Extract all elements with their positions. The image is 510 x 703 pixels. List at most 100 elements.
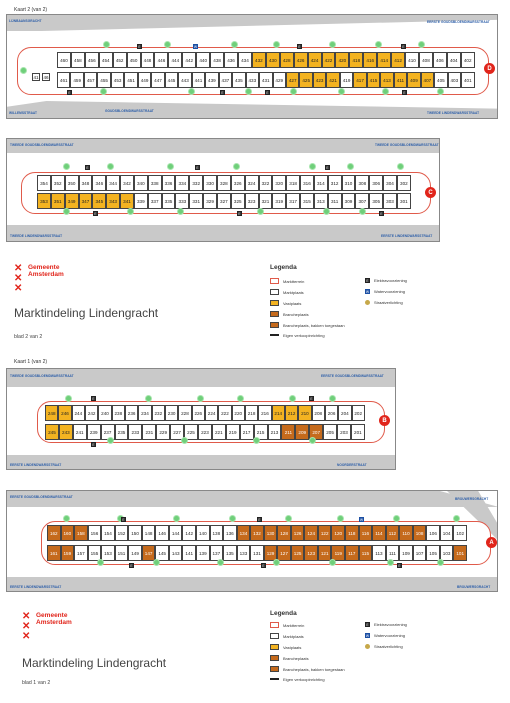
stall: 102: [453, 525, 467, 541]
stall: 447: [151, 72, 165, 88]
stall: 314: [313, 175, 328, 191]
tree-icon: [253, 437, 260, 444]
stall: 328: [216, 175, 231, 191]
legend-swatch: [270, 334, 279, 337]
legend-swatch: [270, 644, 279, 650]
stall: 438: [210, 52, 225, 68]
legend-item: Marktterrein: [270, 622, 304, 628]
legend-swatch: [270, 633, 279, 639]
stall: 216: [258, 405, 272, 421]
stall: 230: [164, 405, 179, 421]
stall: 423: [312, 72, 327, 88]
electricity-icon: E: [195, 165, 200, 170]
stall: 428: [279, 52, 294, 68]
electricity-icon: E: [129, 563, 134, 568]
street-name: BROUWERSGRACHT: [455, 497, 489, 501]
stall: 345: [92, 193, 107, 209]
section-marker-c: C: [425, 187, 436, 198]
stall: 115: [358, 545, 373, 561]
street-name: TWEEDE LINDENDWARSSTRAAT: [10, 234, 63, 238]
page-subtitle: blad 2 van 2: [14, 334, 43, 340]
stall: 417: [353, 72, 367, 88]
stall: 347: [78, 193, 93, 209]
stall: 445: [164, 72, 179, 88]
stall: 225: [184, 424, 198, 440]
stall: 240: [98, 405, 112, 421]
stall: 206: [324, 405, 339, 421]
map-label: Kaart 2 (van 2): [14, 7, 48, 13]
stall: 351: [50, 193, 65, 209]
stall: 143: [168, 545, 183, 561]
street-name: EERSTE LINDENDWARSSTRAAT: [10, 585, 62, 589]
electricity-icon: E: [365, 622, 370, 627]
tree-icon: [397, 163, 404, 170]
stall: 457: [83, 72, 98, 88]
stall: 312: [327, 175, 342, 191]
tree-icon: [20, 67, 27, 74]
tree-icon: [309, 437, 316, 444]
stall: 441: [191, 72, 206, 88]
tree-icon: [359, 208, 366, 215]
stall: 104: [439, 525, 454, 541]
electricity-icon: E: [309, 396, 314, 401]
stall: 232: [151, 405, 165, 421]
stall: 131: [250, 545, 264, 561]
street-name: EERSTE GOUDSBLOEMDWARSSTRAAT: [321, 374, 384, 378]
stall: 453: [110, 72, 125, 88]
stall: 127: [277, 545, 291, 561]
stall: 332: [189, 175, 204, 191]
tree-icon: [393, 515, 400, 522]
tree-icon: [309, 163, 316, 170]
stall: 248: [45, 405, 59, 421]
stall: 416: [363, 52, 378, 68]
stall: 419: [339, 72, 354, 88]
stall: 159: [60, 545, 75, 561]
stall: 442: [182, 52, 197, 68]
page-title: Marktindeling Lindengracht: [14, 306, 159, 320]
stall: 323: [244, 193, 259, 209]
stall: 310: [341, 175, 356, 191]
stall: 407: [420, 72, 435, 88]
stall: 220: [231, 405, 245, 421]
stall: 213: [267, 424, 282, 440]
stall: 446: [154, 52, 169, 68]
tree-icon: [103, 41, 110, 48]
stall: 460: [57, 52, 71, 68]
tree-icon: [290, 88, 297, 95]
tree-icon: [107, 163, 114, 170]
electricity-icon: E: [401, 44, 406, 49]
water-icon: W: [359, 517, 364, 522]
stall: 348: [78, 175, 93, 191]
street-name: EERSTE LINDENDWARSSTRAAT: [10, 463, 62, 467]
street-name: TWEEDE LINDENDWARSSTRAAT: [427, 111, 480, 115]
stall: 435: [232, 72, 246, 88]
stall: 411: [393, 72, 408, 88]
tree-icon: [65, 395, 72, 402]
stall: 219: [225, 424, 240, 440]
stall: 439: [205, 72, 219, 88]
stall: 142: [182, 525, 197, 541]
stall: 333: [175, 193, 190, 209]
streetlight-icon: [365, 300, 370, 305]
stall: 138: [209, 525, 224, 541]
stall: 325: [230, 193, 245, 209]
stall: 406: [432, 52, 447, 68]
stall: 335: [161, 193, 176, 209]
tree-icon: [387, 559, 394, 566]
legend-swatch: [270, 278, 279, 284]
stall: 409: [407, 72, 421, 88]
stall: 130: [263, 525, 278, 541]
page-title: Marktindeling Lindengracht: [22, 656, 167, 670]
stall: 146: [155, 525, 169, 541]
stall: 101: [453, 545, 467, 561]
stall: 313: [313, 193, 328, 209]
stall: 330: [203, 175, 217, 191]
stall: 432: [251, 52, 266, 68]
stall: 327: [216, 193, 231, 209]
tree-icon: [285, 515, 292, 522]
stall: 139: [196, 545, 210, 561]
cross-icon: ✕: [14, 283, 23, 294]
